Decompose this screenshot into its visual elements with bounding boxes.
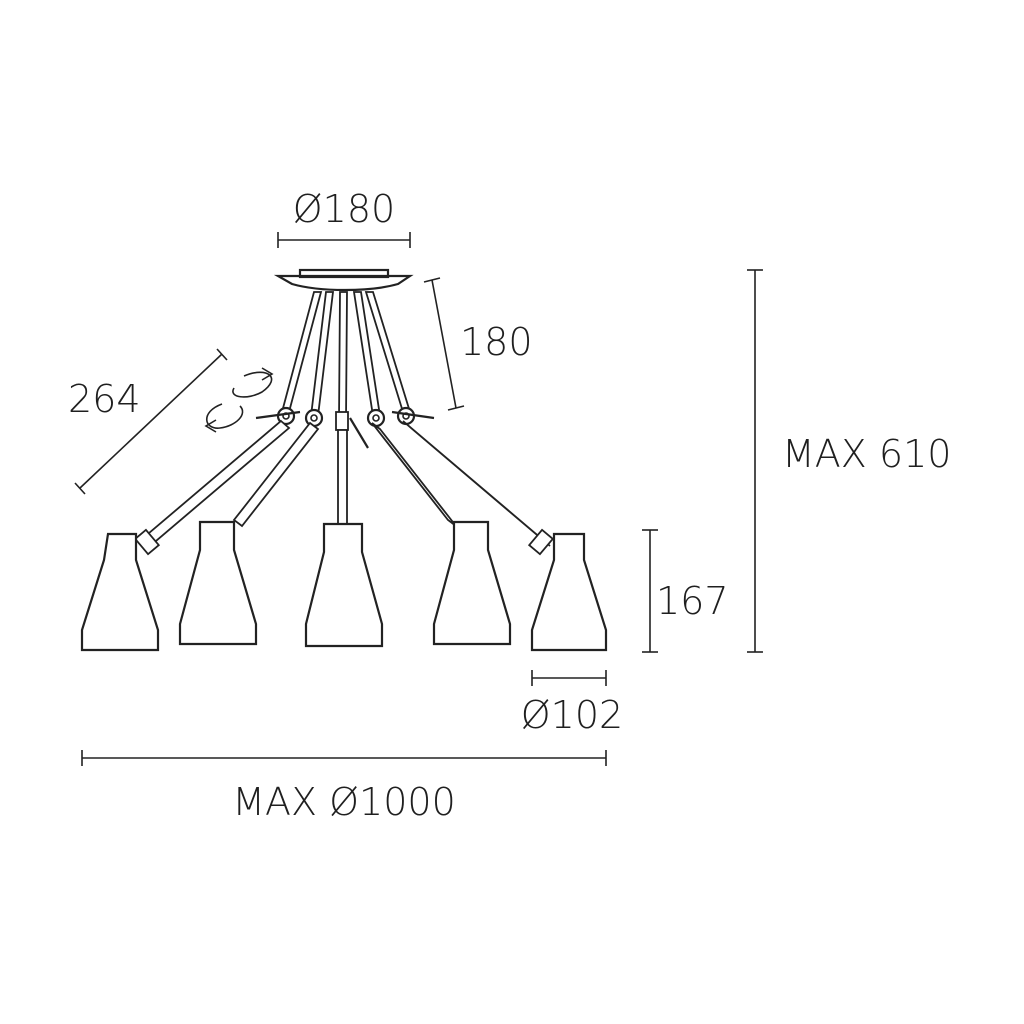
max-diameter-dimension: MAX Ø1000 bbox=[81, 750, 607, 824]
canopy-height-dimension: 180 bbox=[423, 277, 533, 411]
arm-length-dimension: 264 bbox=[68, 348, 228, 495]
max-diameter-label: MAX Ø1000 bbox=[232, 780, 456, 824]
lamp-shades bbox=[80, 520, 608, 652]
shade-height-label: 167 bbox=[656, 579, 729, 623]
shade-diameter-dimension: Ø102 bbox=[521, 670, 623, 737]
shade-3 bbox=[304, 522, 384, 648]
arm-length-label: 264 bbox=[68, 377, 141, 421]
max-height-dimension: MAX 610 bbox=[747, 269, 951, 653]
shade-5 bbox=[530, 532, 608, 652]
shade-diameter-label: Ø102 bbox=[521, 693, 623, 737]
shade-2 bbox=[178, 520, 258, 646]
lower-arms bbox=[133, 419, 555, 556]
rotation-arrows-icon bbox=[204, 367, 274, 433]
upper-rods bbox=[280, 291, 412, 421]
lamp-illustration bbox=[80, 268, 608, 652]
shade-height-dimension: 167 bbox=[642, 529, 729, 653]
ceiling-canopy bbox=[273, 268, 414, 292]
shade-4 bbox=[432, 520, 512, 646]
canopy-diameter-dimension: Ø180 bbox=[277, 187, 411, 248]
max-height-label: MAX 610 bbox=[782, 432, 951, 476]
canopy-height-label: 180 bbox=[460, 320, 533, 364]
canopy-diameter-label: Ø180 bbox=[293, 187, 395, 231]
shade-1 bbox=[80, 532, 160, 652]
